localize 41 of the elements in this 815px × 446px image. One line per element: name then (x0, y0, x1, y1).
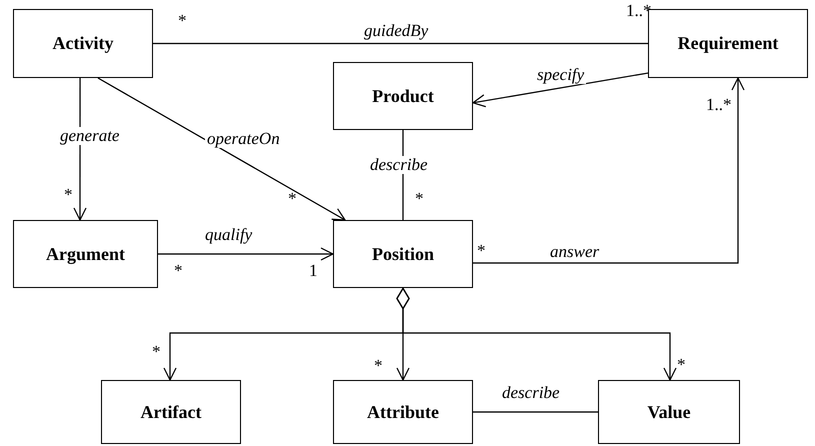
aggregation-arrow (396, 288, 677, 381)
edge-label: operateOn (205, 130, 282, 148)
class-name: Product (372, 86, 434, 106)
association-arrow (473, 77, 745, 264)
edge-label: qualify (203, 226, 254, 244)
edge-label: guidedBy (362, 22, 430, 40)
multiplicity-label: 1..* (706, 96, 732, 114)
multiplicity-label: 1 (309, 262, 318, 280)
class-name: Argument (46, 244, 125, 264)
association-arrow (98, 77, 346, 221)
association-arrow (158, 247, 334, 261)
class-name: Requirement (678, 33, 778, 54)
class-name: Artifact (140, 402, 202, 422)
association-arrow (472, 72, 648, 108)
multiplicity-label: * (174, 262, 182, 280)
association-line (153, 42, 648, 44)
class-name: Attribute (367, 402, 439, 422)
association-arrow (73, 78, 87, 221)
multiplicity-label: * (477, 242, 486, 260)
edge-label: specify (535, 66, 586, 84)
class-name: Position (372, 244, 434, 264)
multiplicity-label: * (64, 186, 72, 204)
class-name: Activity (52, 33, 114, 54)
class-box (13, 9, 153, 78)
class-name: Value (647, 402, 691, 422)
multiplicity-label: * (152, 343, 160, 361)
class-box (101, 380, 241, 444)
multiplicity-label: 1..* (626, 2, 652, 20)
multiplicity-label: * (178, 12, 186, 30)
multiplicity-label: * (374, 357, 382, 375)
class-box (333, 380, 473, 444)
class-box (333, 62, 473, 130)
multiplicity-label: * (677, 356, 686, 374)
class-box (333, 220, 473, 288)
association-line (473, 411, 598, 413)
multiplicity-label: * (415, 190, 424, 208)
edge-label: describe (368, 156, 430, 174)
multiplicity-label: * (288, 190, 296, 208)
edge-label: generate (58, 127, 122, 145)
class-box (13, 220, 158, 288)
class-box (598, 380, 740, 444)
